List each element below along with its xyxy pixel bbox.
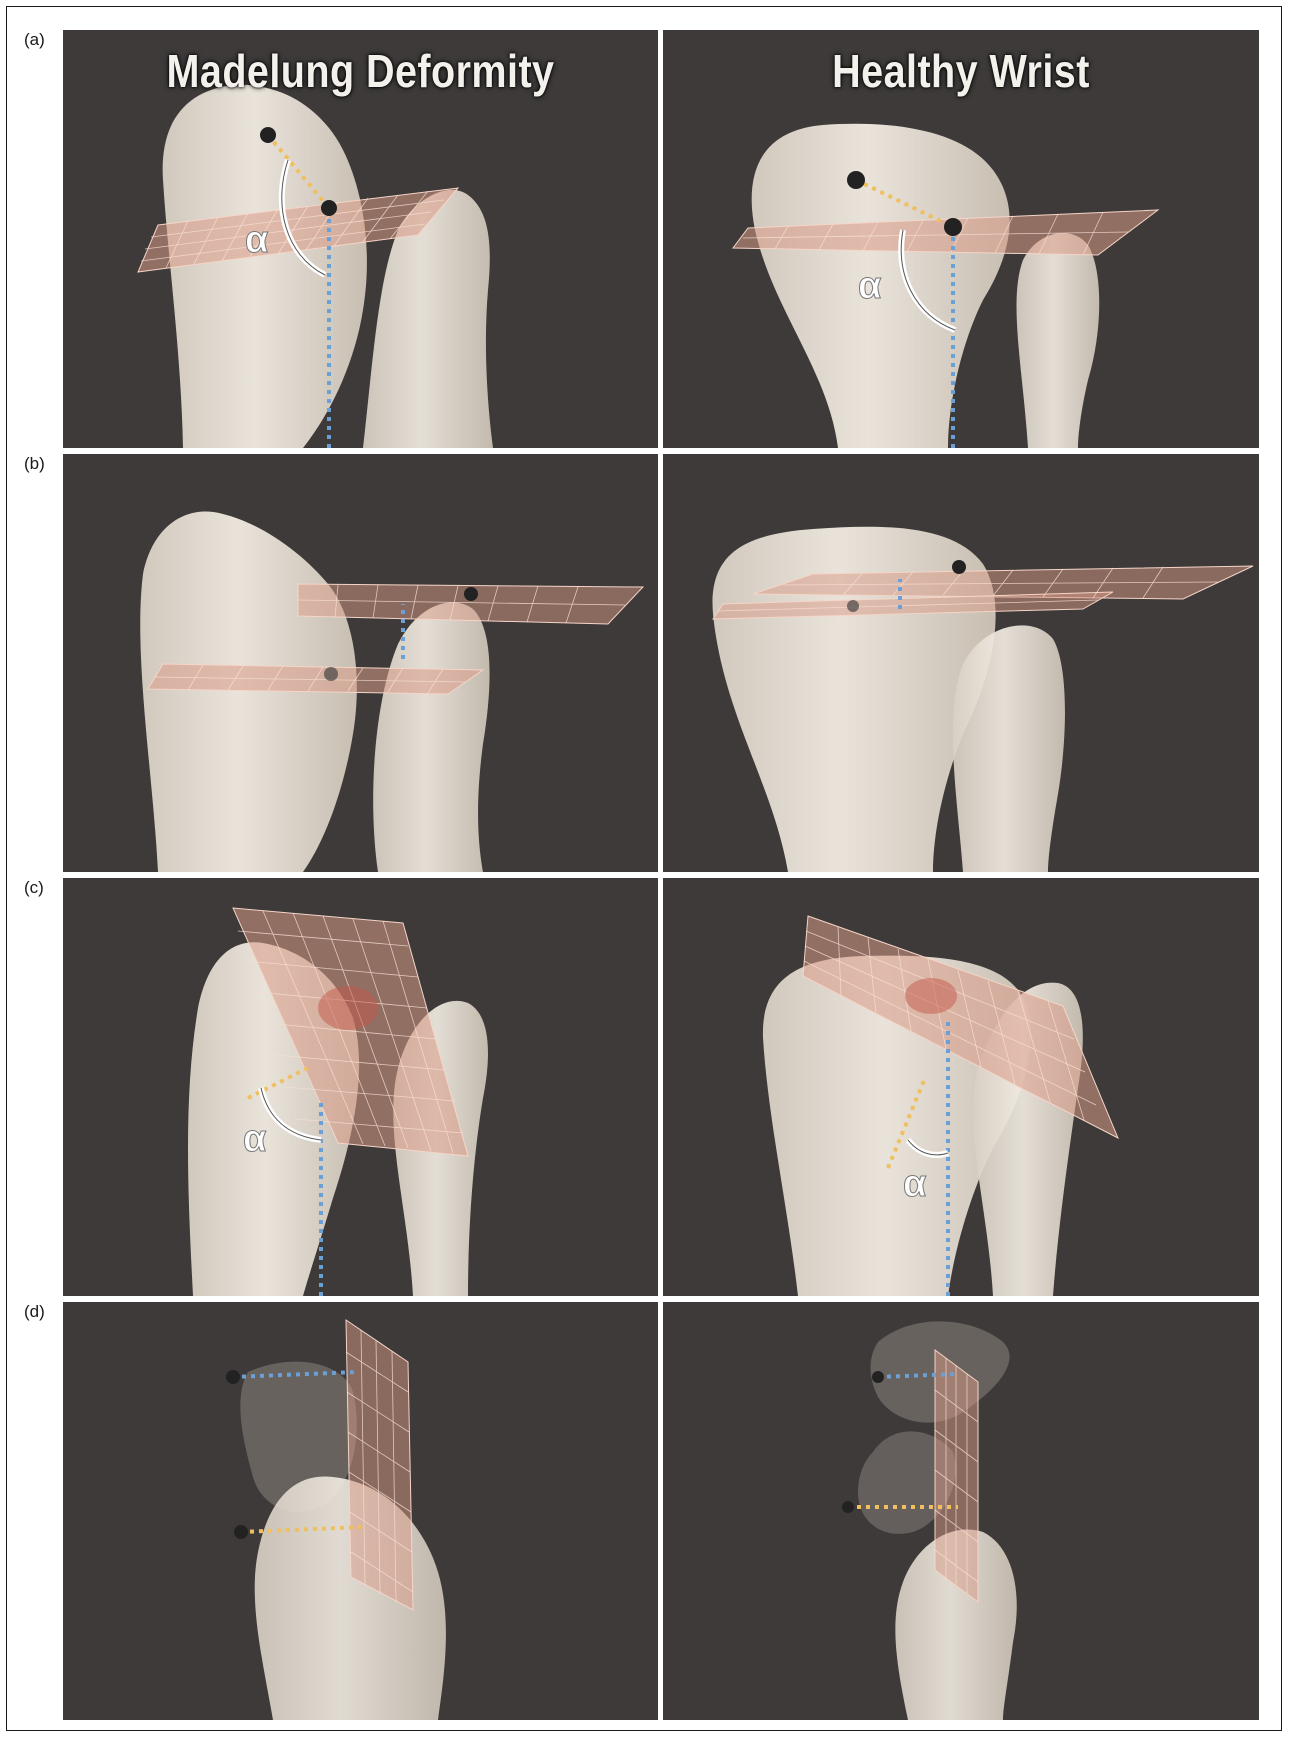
panel-d-healthy [663,1302,1259,1720]
madelung-bone-illustration-b [63,454,658,872]
healthy-bone-illustration-d [663,1302,1259,1720]
row-label-a: (a) [24,30,45,50]
alpha-label-a2: α [858,265,881,307]
madelung-bone-illustration-d [63,1302,658,1720]
panel-b-healthy [663,454,1259,872]
column-title-healthy: Healthy Wrist [705,44,1218,98]
panel-a-healthy: α Healthy Wrist [663,30,1259,448]
alpha-label-c1: α [243,1118,266,1160]
panel-b-madelung [63,454,658,872]
alpha-label-a1: α [245,219,268,261]
row-label-b: (b) [24,454,45,474]
panel-c-madelung: α [63,878,658,1296]
madelung-bone-illustration-c: α [63,878,658,1296]
row-label-d: (d) [24,1302,45,1322]
alpha-label-c2: α [903,1163,926,1205]
panel-a-madelung: α Madelung Deformity [63,30,658,448]
column-title-madelung: Madelung Deformity [105,44,617,98]
row-label-c: (c) [24,878,44,898]
panel-c-healthy: α [663,878,1259,1296]
healthy-bone-illustration-c: α [663,878,1259,1296]
panel-d-madelung [63,1302,658,1720]
healthy-bone-illustration-b [663,454,1259,872]
